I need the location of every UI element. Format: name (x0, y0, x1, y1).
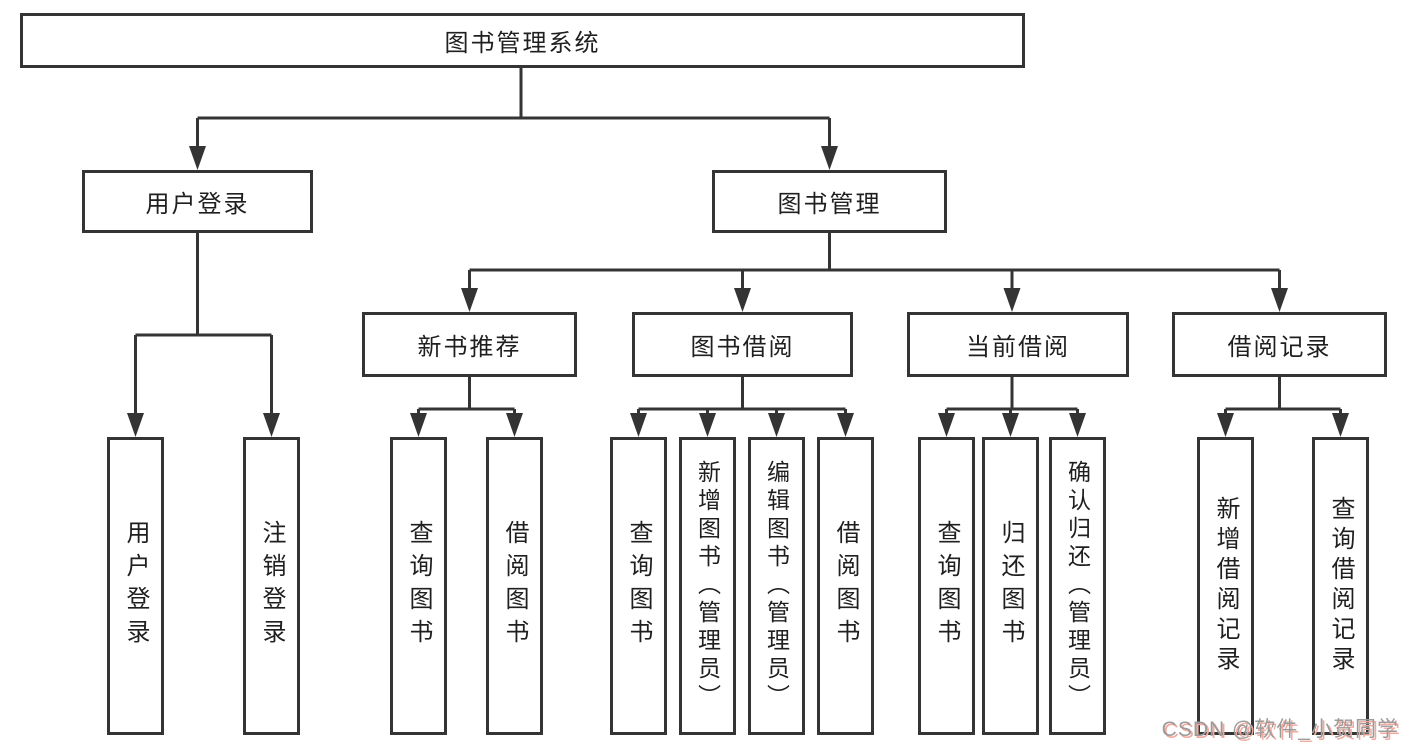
node-book-management: 图书管理 (712, 170, 947, 233)
leaf-logout: 注销登录 (243, 437, 300, 735)
leaf-query-books-borrowing: 查询图书 (610, 437, 667, 735)
leaf-query-books-newbooks: 查询图书 (390, 437, 447, 735)
node-book-borrowing: 图书借阅 (632, 312, 853, 377)
leaf-query-books-current: 查询图书 (918, 437, 975, 735)
leaf-borrow-books-borrowing: 借阅图书 (817, 437, 874, 735)
node-new-book-recommendation: 新书推荐 (362, 312, 577, 377)
node-library-management-system: 图书管理系统 (20, 13, 1025, 68)
node-user-login: 用户登录 (82, 170, 313, 233)
arrowheads (127, 146, 1349, 437)
node-current-borrowing: 当前借阅 (907, 312, 1129, 377)
leaf-return-books: 归还图书 (982, 437, 1039, 735)
node-borrowing-records: 借阅记录 (1172, 312, 1387, 377)
leaf-confirm-return-admin: 确认归还（管理员） (1049, 437, 1106, 735)
leaf-add-books-admin: 新增图书（管理员） (679, 437, 736, 735)
leaf-borrow-books-newbooks: 借阅图书 (486, 437, 543, 735)
leaf-query-borrow-record: 查询借阅记录 (1312, 437, 1369, 735)
leaf-user-login: 用户登录 (107, 437, 164, 735)
leaf-add-borrow-record: 新增借阅记录 (1197, 437, 1254, 735)
leaf-edit-books-admin: 编辑图书（管理员） (748, 437, 805, 735)
csdn-watermark: CSDN @软件_小贺同学 (1161, 718, 1399, 741)
